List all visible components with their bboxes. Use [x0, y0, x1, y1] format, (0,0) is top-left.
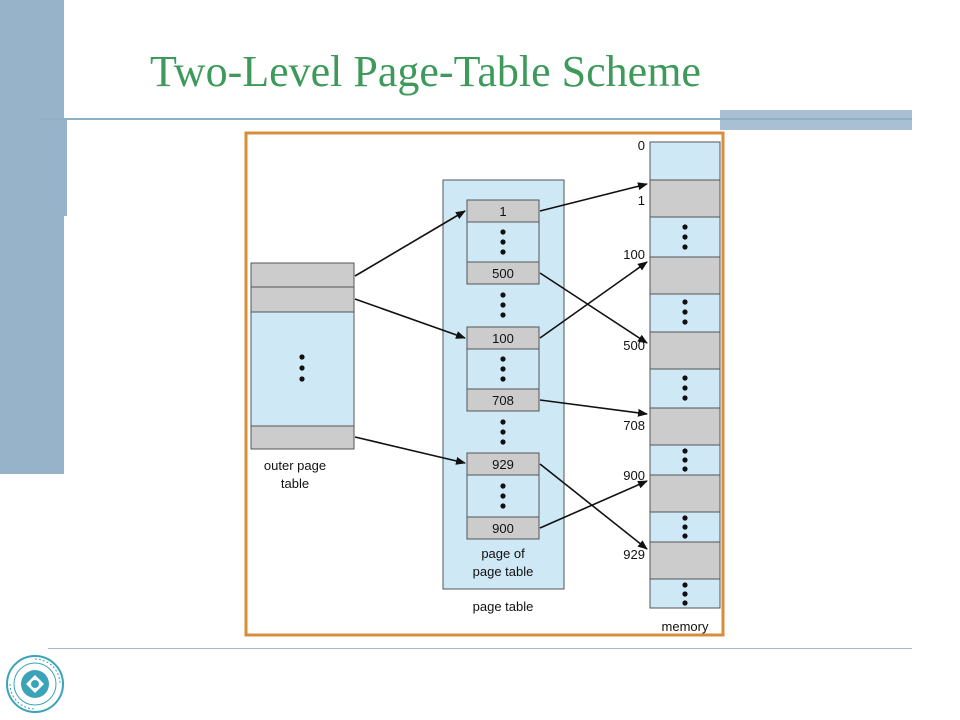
arrow [539, 399, 648, 417]
memory-frame-label: 1 [638, 193, 645, 208]
page-entry-label: 500 [492, 266, 514, 281]
page-of-table-label: page of [481, 546, 525, 561]
memory-frame [649, 541, 721, 580]
left-accent-bar [0, 0, 64, 474]
bottom-rule [48, 648, 912, 649]
outer-page-table [250, 262, 355, 450]
arrow [539, 182, 648, 212]
memory-frame-label: 929 [623, 547, 645, 562]
page-of-table-block [466, 326, 540, 412]
memory-frame-label: 100 [623, 247, 645, 262]
memory-frame [649, 474, 721, 513]
left-accent-notch [64, 120, 67, 216]
page-entry-label: 708 [492, 393, 514, 408]
memory-label: memory [662, 619, 709, 634]
page-entry-label: 900 [492, 521, 514, 536]
memory-frame [649, 331, 721, 370]
page-of-table-label: page table [473, 564, 534, 579]
outer-table-label: outer page [264, 458, 326, 473]
page-of-table-block [466, 199, 540, 285]
arrow [539, 480, 648, 529]
ellipsis-dots [500, 292, 506, 318]
ellipsis-dots [299, 354, 305, 382]
outer-entry [250, 262, 355, 288]
arrow [354, 210, 466, 277]
memory-frame [649, 407, 721, 446]
page-of-table-block [466, 452, 540, 540]
top-rule-accent [720, 110, 912, 130]
page-table-label: page table [473, 599, 534, 614]
ellipsis-dots [500, 483, 506, 509]
memory-frame-label: 0 [638, 138, 645, 153]
arrow [354, 298, 466, 339]
arrow [354, 436, 466, 465]
memory-frame [649, 179, 721, 218]
outer-table-label: table [281, 476, 309, 491]
top-rule [40, 118, 912, 120]
memory-frame [649, 256, 721, 295]
outer-entry [250, 286, 355, 313]
arrow [539, 272, 648, 344]
ellipsis-dots [500, 419, 506, 445]
page-entry-label: 100 [492, 331, 514, 346]
page-entry-label: 1 [499, 204, 506, 219]
memory-column [649, 141, 721, 609]
arrow [539, 463, 648, 550]
university-seal-logo [6, 655, 64, 713]
page-entry-label: 929 [492, 457, 514, 472]
memory-frame-label: 900 [623, 468, 645, 483]
slide-title: Two-Level Page-Table Scheme [150, 47, 701, 96]
memory-frame-label: 708 [623, 418, 645, 433]
ellipsis-dots [500, 356, 506, 382]
pointer-arrows [354, 182, 648, 550]
ellipsis-dots [500, 229, 506, 255]
arrow [539, 261, 648, 339]
outer-entry [250, 425, 355, 450]
ellipsis-dots [682, 224, 688, 606]
